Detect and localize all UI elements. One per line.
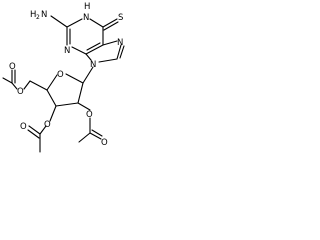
amine-n-label: N xyxy=(41,10,47,20)
n3-label: N xyxy=(64,46,70,56)
bond-n7-c8 xyxy=(116,44,122,60)
bond-acyl-methyl-5 xyxy=(2,77,13,84)
o3-ester-label: O xyxy=(44,120,51,130)
bond-nh2-c2 xyxy=(50,15,68,28)
ribose-bonds xyxy=(46,66,94,107)
bond-c4-c3 xyxy=(46,89,57,107)
atom-labels: H 2 N H N S N N N O O O O O O O xyxy=(9,2,123,148)
thione-s-label: S xyxy=(118,13,123,23)
n9-label: N xyxy=(90,60,96,70)
bond-o3-acyl xyxy=(39,125,47,135)
ring-o-label: O xyxy=(57,70,64,80)
bond-c5-n7 xyxy=(102,40,118,46)
bond-acyl-o-3 xyxy=(28,125,41,135)
bond-c2-o2 xyxy=(77,102,91,111)
o5-ester-label: O xyxy=(17,87,24,97)
bond-c8-n9 xyxy=(98,58,118,63)
bond-o5-acyl xyxy=(11,82,18,90)
acetate-5-bonds xyxy=(2,69,48,91)
molecule-structure-diagram: H 2 N H N S N N N O O O O O O O xyxy=(0,0,158,161)
acetate-2-bonds xyxy=(77,102,103,143)
n1-label: N xyxy=(83,13,89,23)
bond-c5-o5 xyxy=(23,80,31,90)
amine-h-label: H xyxy=(30,10,36,20)
bond-c2-n1 xyxy=(66,18,83,28)
bond-acyl-o-2-double xyxy=(91,129,103,137)
o2-carbonyl-label: O xyxy=(101,138,108,148)
bond-n1-c6 xyxy=(89,18,104,28)
bond-n9-c4 xyxy=(85,53,92,61)
purine-bonds xyxy=(50,15,125,63)
bond-n9-c1 xyxy=(82,66,94,84)
amine-h-count-label: 2 xyxy=(36,14,40,21)
bond-c5-c4 xyxy=(85,44,104,55)
acetate-3-bonds xyxy=(27,105,57,153)
bond-acyl-o-3-double xyxy=(27,129,40,139)
o3-carbonyl-label: O xyxy=(20,122,27,132)
bond-c1-c2 xyxy=(77,82,84,104)
n7-label: N xyxy=(117,38,123,48)
bond-o4-c4 xyxy=(46,74,58,91)
molecule-svg: H 2 N H N S N N N O O O O O O O xyxy=(2,2,125,153)
n1-h-label: H xyxy=(84,2,90,12)
bond-acyl-methyl-2 xyxy=(78,132,91,143)
bond-c1-o4 xyxy=(65,73,84,84)
bond-n7-c8-double xyxy=(119,45,125,59)
bond-c6-s-double xyxy=(103,21,119,31)
bond-acyl-o-2 xyxy=(89,132,102,140)
o2-ester-label: O xyxy=(86,110,93,120)
o5-carbonyl-label: O xyxy=(9,62,16,72)
bond-c6-s xyxy=(102,18,118,28)
bond-c4-c5 xyxy=(29,80,48,91)
bond-c5-c4-double xyxy=(86,42,101,51)
bond-c4-n3 xyxy=(71,46,87,55)
bond-c3-c2 xyxy=(55,102,79,107)
bond-c3-o3 xyxy=(49,105,57,122)
